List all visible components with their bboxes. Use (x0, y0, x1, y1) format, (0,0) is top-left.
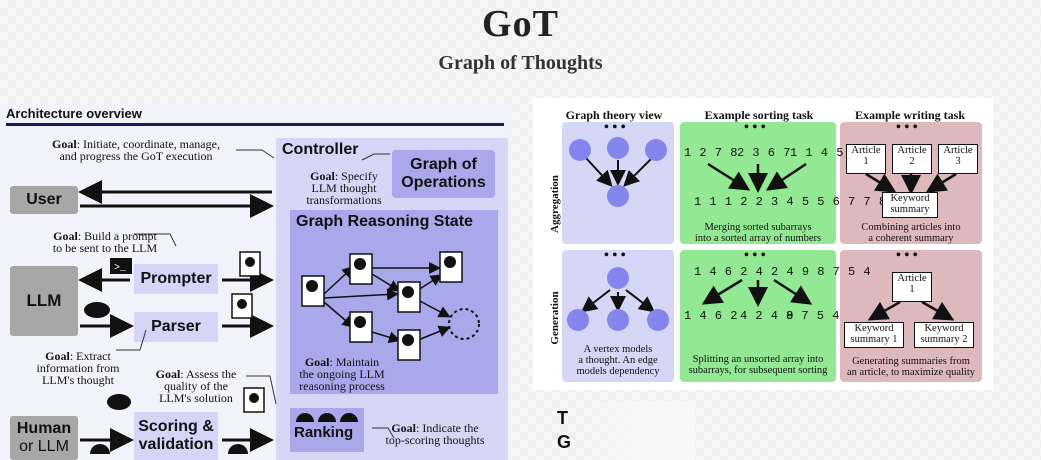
row-generation: Generation (549, 291, 561, 345)
llm-box: LLM (10, 266, 78, 336)
gen-write-arrows (867, 300, 955, 321)
column-sorting: Example sorting task (704, 108, 814, 122)
ranking-label: Ranking (294, 424, 354, 441)
row-aggregation: Aggregation (549, 175, 561, 233)
gen-sort-output-3: 8 7 5 4 (786, 309, 840, 323)
controller-title: Controller (282, 141, 359, 158)
svg-text:>_: >_ (114, 263, 127, 274)
controller-goal: Goal: Initiate, coordinate, manage,and p… (52, 137, 220, 163)
graph-reasoning-state-title: Graph Reasoning State (296, 213, 473, 230)
prompter-box: Prompter (134, 264, 218, 294)
agg-sort-output: 1 1 1 2 2 3 4 5 5 6 7 7 8 (694, 195, 887, 209)
scoring-validation-box: Scoring &validation (134, 412, 218, 460)
column-writing: Example writing task (854, 108, 965, 122)
ellipsis: • • • (896, 248, 918, 263)
page-subtitle: Graph of Thoughts (438, 52, 603, 74)
gen-sort-input: 1 4 6 2 4 2 4 9 8 7 5 4 (694, 265, 872, 279)
gen-sort-output-1: 1 4 6 2 (684, 309, 738, 323)
column-graph-theory: Graph theory view (565, 108, 663, 122)
architecture-heading: Architecture overview (6, 106, 142, 121)
agg-sort-input-2: 2 3 6 7 (737, 146, 791, 160)
gen-sort-arrows (701, 278, 813, 307)
agg-sort-input-1: 1 2 7 8 (684, 146, 738, 160)
agg-sort-input-3: 1 1 4 5 (790, 146, 844, 160)
ellipsis: • • • (604, 120, 626, 135)
agg-sort-arrows (707, 162, 807, 193)
page-title: GoT (482, 3, 559, 45)
agg-write-arrows (865, 172, 957, 194)
ellipsis: • • • (744, 120, 766, 135)
ellipsis: • • • (604, 248, 626, 263)
parser-box: Parser (134, 312, 218, 342)
user-box: User (10, 186, 78, 214)
graph-theory-diagrams (567, 137, 669, 331)
fade-overlay (575, 402, 695, 460)
architecture-connectors: >_ (78, 149, 480, 454)
ellipsis: • • • (896, 120, 918, 135)
ellipsis: • • • (744, 248, 766, 263)
gen-sort-output-2: 4 2 4 9 (740, 309, 794, 323)
heading-rule (6, 123, 504, 126)
gen-sort-cell (680, 250, 836, 382)
